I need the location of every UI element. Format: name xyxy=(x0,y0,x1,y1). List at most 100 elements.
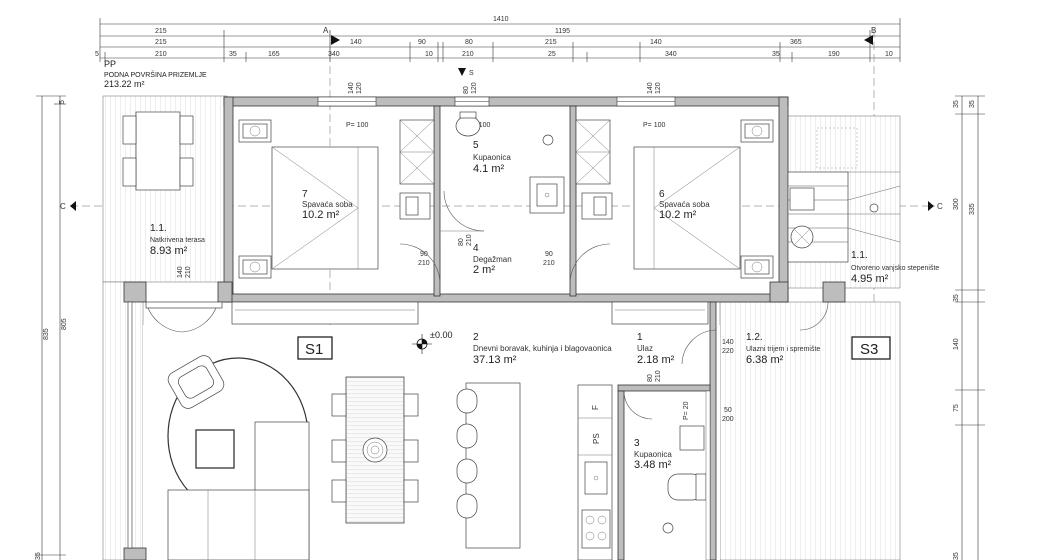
dim-left: 835 xyxy=(43,328,50,340)
opening-dim: 140 xyxy=(722,339,734,346)
section-arrow-icon xyxy=(928,201,934,211)
room-label-3: 3 Kupaonica 3.48 m² xyxy=(634,438,672,471)
room-number: 3 xyxy=(634,438,640,449)
opening-dim: 50 xyxy=(724,407,732,414)
room-label-7: 7 Spavaća soba 10.2 m² xyxy=(302,189,353,221)
room-name: Ulazni trijem i spremište xyxy=(746,346,820,353)
room-number: 7 xyxy=(302,189,308,200)
room-number: 2 xyxy=(473,332,479,343)
dim-right: 35 xyxy=(953,100,960,108)
floor-area: 213.22 m² xyxy=(104,79,145,89)
opening-dim: P= 20 xyxy=(683,401,690,420)
room-number: 1.1. xyxy=(851,250,868,261)
walls xyxy=(123,96,846,560)
room-number: 4 xyxy=(473,243,479,254)
dim-left: 5 xyxy=(59,100,66,104)
opening-dim: 90 xyxy=(545,251,553,258)
opening-dim: P= 100 xyxy=(643,122,665,129)
floor-title: PP PODNA POVRŠINA PRIZEMLJE 213.22 m² xyxy=(104,59,207,89)
dim-row3: 365 xyxy=(790,39,802,46)
room-label-1: 1 Ulaz 2.18 m² xyxy=(637,332,675,366)
dim-row4: 5 xyxy=(95,51,99,58)
dim-row3: 215 xyxy=(155,39,167,46)
room-label-6: 6 Spavaća soba 10.2 m² xyxy=(659,189,710,221)
room-name: Kupaonica xyxy=(634,450,672,459)
terrace-deck-lower xyxy=(102,281,144,560)
dim-row3: 90 xyxy=(418,39,426,46)
top-dimension-chains: 1410 215 1195 215 140 90 80 215 140 365 … xyxy=(95,16,901,62)
room-label-5: 5 Kupaonica 4.1 m² xyxy=(473,140,511,175)
room-area: 4.1 m² xyxy=(473,163,505,175)
dishwasher-label: PS xyxy=(592,433,601,444)
staircase xyxy=(787,127,901,263)
dim-right: 35 xyxy=(969,100,976,108)
elevation-marker: ±0.00 xyxy=(412,330,452,354)
bathroom-5-fixtures xyxy=(440,111,565,232)
dim-row2-b: 1195 xyxy=(555,28,570,35)
opening-dim: 210 xyxy=(655,370,662,382)
room-area: 10.2 m² xyxy=(659,209,697,221)
opening-dim: 140 xyxy=(177,266,184,278)
dim-row4: 340 xyxy=(328,51,340,58)
room-label-1-2: 1.2. Ulazni trijem i spremište 6.38 m² xyxy=(746,332,820,366)
dim-row3: 215 xyxy=(545,39,557,46)
room-name: Spavaća soba xyxy=(302,200,353,209)
bedroom-6-furniture xyxy=(575,119,774,279)
dim-right: 300 xyxy=(953,198,960,210)
room-number: 6 xyxy=(659,189,665,200)
room-area: 3.48 m² xyxy=(634,459,672,471)
zone-tag-s1: S1 xyxy=(305,341,323,358)
opening-dim: 210 xyxy=(466,234,473,246)
room-area: 2.18 m² xyxy=(637,354,675,366)
room-area: 4.95 m² xyxy=(851,273,889,285)
section-label-b: B xyxy=(871,26,876,35)
opening-dim: 210 xyxy=(418,260,430,267)
dim-row3: 80 xyxy=(465,39,473,46)
opening-dim: 220 xyxy=(722,348,734,355)
opening-dim: 120 xyxy=(356,82,363,94)
dim-row3: 140 xyxy=(650,39,662,46)
dim-left: 35 xyxy=(35,552,42,560)
floor-code: PP xyxy=(104,59,116,69)
floor-title-text: PODNA POVRŠINA PRIZEMLJE xyxy=(104,70,207,79)
right-dimension-chains: 35 35 300 335 35 140 75 35 xyxy=(953,95,985,560)
elevation-label: ±0.00 xyxy=(430,330,452,340)
dim-row4: 25 xyxy=(548,51,556,58)
room-label-1-1-stairs: 1.1. Otvoreno vanjsko stepenište 4.95 m² xyxy=(851,250,939,285)
opening-dim: 210 xyxy=(185,266,192,278)
dim-right: 35 xyxy=(953,552,960,560)
room-name: Kupaonica xyxy=(473,153,511,162)
windows xyxy=(127,96,676,549)
room-name: Natkrivena terasa xyxy=(150,237,205,244)
opening-dim: 120 xyxy=(655,82,662,94)
opening-dim: 200 xyxy=(722,416,734,423)
dim-row3: 140 xyxy=(350,39,362,46)
section-label-a: A xyxy=(323,26,329,35)
room-number: 1.1. xyxy=(150,223,167,234)
opening-dim: P= 100 xyxy=(346,122,368,129)
dim-row4: 35 xyxy=(772,51,780,58)
room-area: 8.93 m² xyxy=(150,245,188,257)
room-number: 1 xyxy=(637,332,643,343)
opening-dim: 120 xyxy=(471,82,478,94)
opening-dim: 90 xyxy=(420,251,428,258)
living-furniture xyxy=(145,301,709,560)
dim-row4: 190 xyxy=(828,51,840,58)
room-name: Spavaća soba xyxy=(659,200,710,209)
room-name: Dnevni boravak, kuhinja i blagovaonica xyxy=(473,344,612,353)
opening-dim: 80 xyxy=(463,86,470,94)
section-arrow-icon xyxy=(458,68,466,76)
room-number: 5 xyxy=(473,140,479,151)
opening-dim: 80 xyxy=(647,374,654,382)
zone-tags: S1 S3 xyxy=(297,336,891,360)
section-label-c: C xyxy=(937,202,943,211)
room-label-1-1-terrace: 1.1. Natkrivena terasa 8.93 m² xyxy=(150,223,205,257)
dim-row4: 210 xyxy=(462,51,474,58)
opening-dim: 140 xyxy=(647,82,654,94)
bedroom-7-furniture xyxy=(238,119,435,279)
opening-dim: 140 xyxy=(348,82,355,94)
dim-row4: 10 xyxy=(885,51,893,58)
room-name: Ulaz xyxy=(637,344,653,353)
opening-dimensions: 140 120 80 120 140 120 90 210 80 210 90 … xyxy=(177,82,734,423)
